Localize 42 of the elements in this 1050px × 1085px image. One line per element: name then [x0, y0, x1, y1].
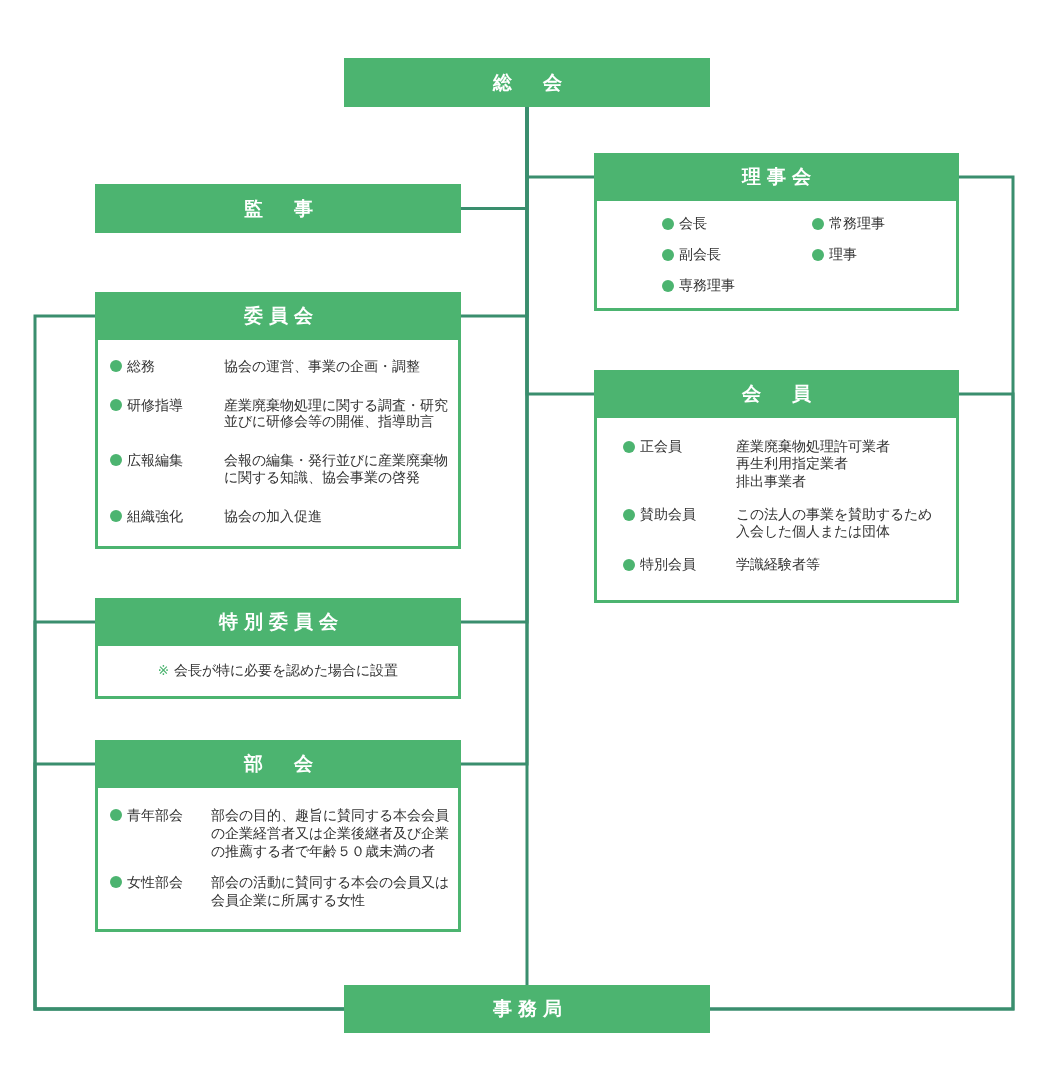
note-text: 会長が特に必要を認めた場合に設置: [174, 661, 399, 679]
org-unit-box: 監 事: [95, 184, 461, 233]
item-label: 常務理事: [829, 215, 885, 232]
panel-header: 部 会: [95, 740, 461, 788]
item-label: 賛助会員: [640, 505, 697, 524]
item-description: 会報の編集・発行並びに産業廃棄物に関する知識、協会事業の啓発: [224, 452, 449, 486]
org-unit-box: 事務局: [344, 985, 710, 1033]
item-label: 研修指導: [127, 396, 184, 414]
org-unit-panel: [95, 598, 461, 699]
item-label: 専務理事: [679, 277, 735, 294]
item-label: 会長: [679, 215, 707, 232]
item-label: 総務: [127, 358, 156, 375]
item-label: 正会員: [640, 438, 683, 456]
org-unit-box: 総 会: [344, 58, 710, 107]
item-label: 副会長: [679, 246, 721, 263]
item-description: 協会の加入促進: [224, 507, 323, 525]
item-label: 理事: [829, 246, 857, 263]
item-description: 学識経験者等: [736, 556, 821, 574]
item-label: 組織強化: [127, 507, 184, 525]
connector-line: [710, 392, 1015, 1011]
item-description: 協会の運営、事業の企画・調整: [224, 358, 421, 375]
connector-line: [33, 762, 344, 1011]
item-label: 青年部会: [127, 806, 184, 824]
org-unit-panel: [594, 370, 959, 603]
panel-header: 特別委員会: [95, 598, 461, 646]
item-description: 再生利用指定業者: [736, 455, 849, 473]
org-unit-panel: [594, 153, 959, 311]
item-description: 産業廃棄物処理許可業者: [736, 438, 891, 456]
org-unit-panel: [95, 740, 461, 932]
item-label: 女性部会: [127, 873, 184, 891]
item-description: 部会の目的、趣旨に賛同する本会会員の企業経営者又は企業後継者及び企業の推薦する者で年齢５０歳未満の者: [211, 806, 450, 860]
panel-header: 会 員: [594, 370, 959, 418]
item-description: 排出事業者: [736, 472, 807, 490]
note-mark: ※: [157, 661, 170, 679]
org-unit-panel: [95, 292, 461, 549]
item-label: 広報編集: [127, 452, 184, 469]
item-description: 産業廃棄物処理に関する調査・研究並びに研修会等の開催、指導助言: [224, 396, 449, 431]
item-description: 部会の活動に賛同する本会の会員又は会員企業に所属する女性: [211, 873, 450, 909]
item-label: 特別会員: [640, 556, 697, 574]
panel-header: 委員会: [95, 292, 461, 340]
item-description: この法人の事業を賛助するため入会した個人または団体: [736, 505, 933, 541]
panel-header: 理事会: [594, 153, 959, 201]
